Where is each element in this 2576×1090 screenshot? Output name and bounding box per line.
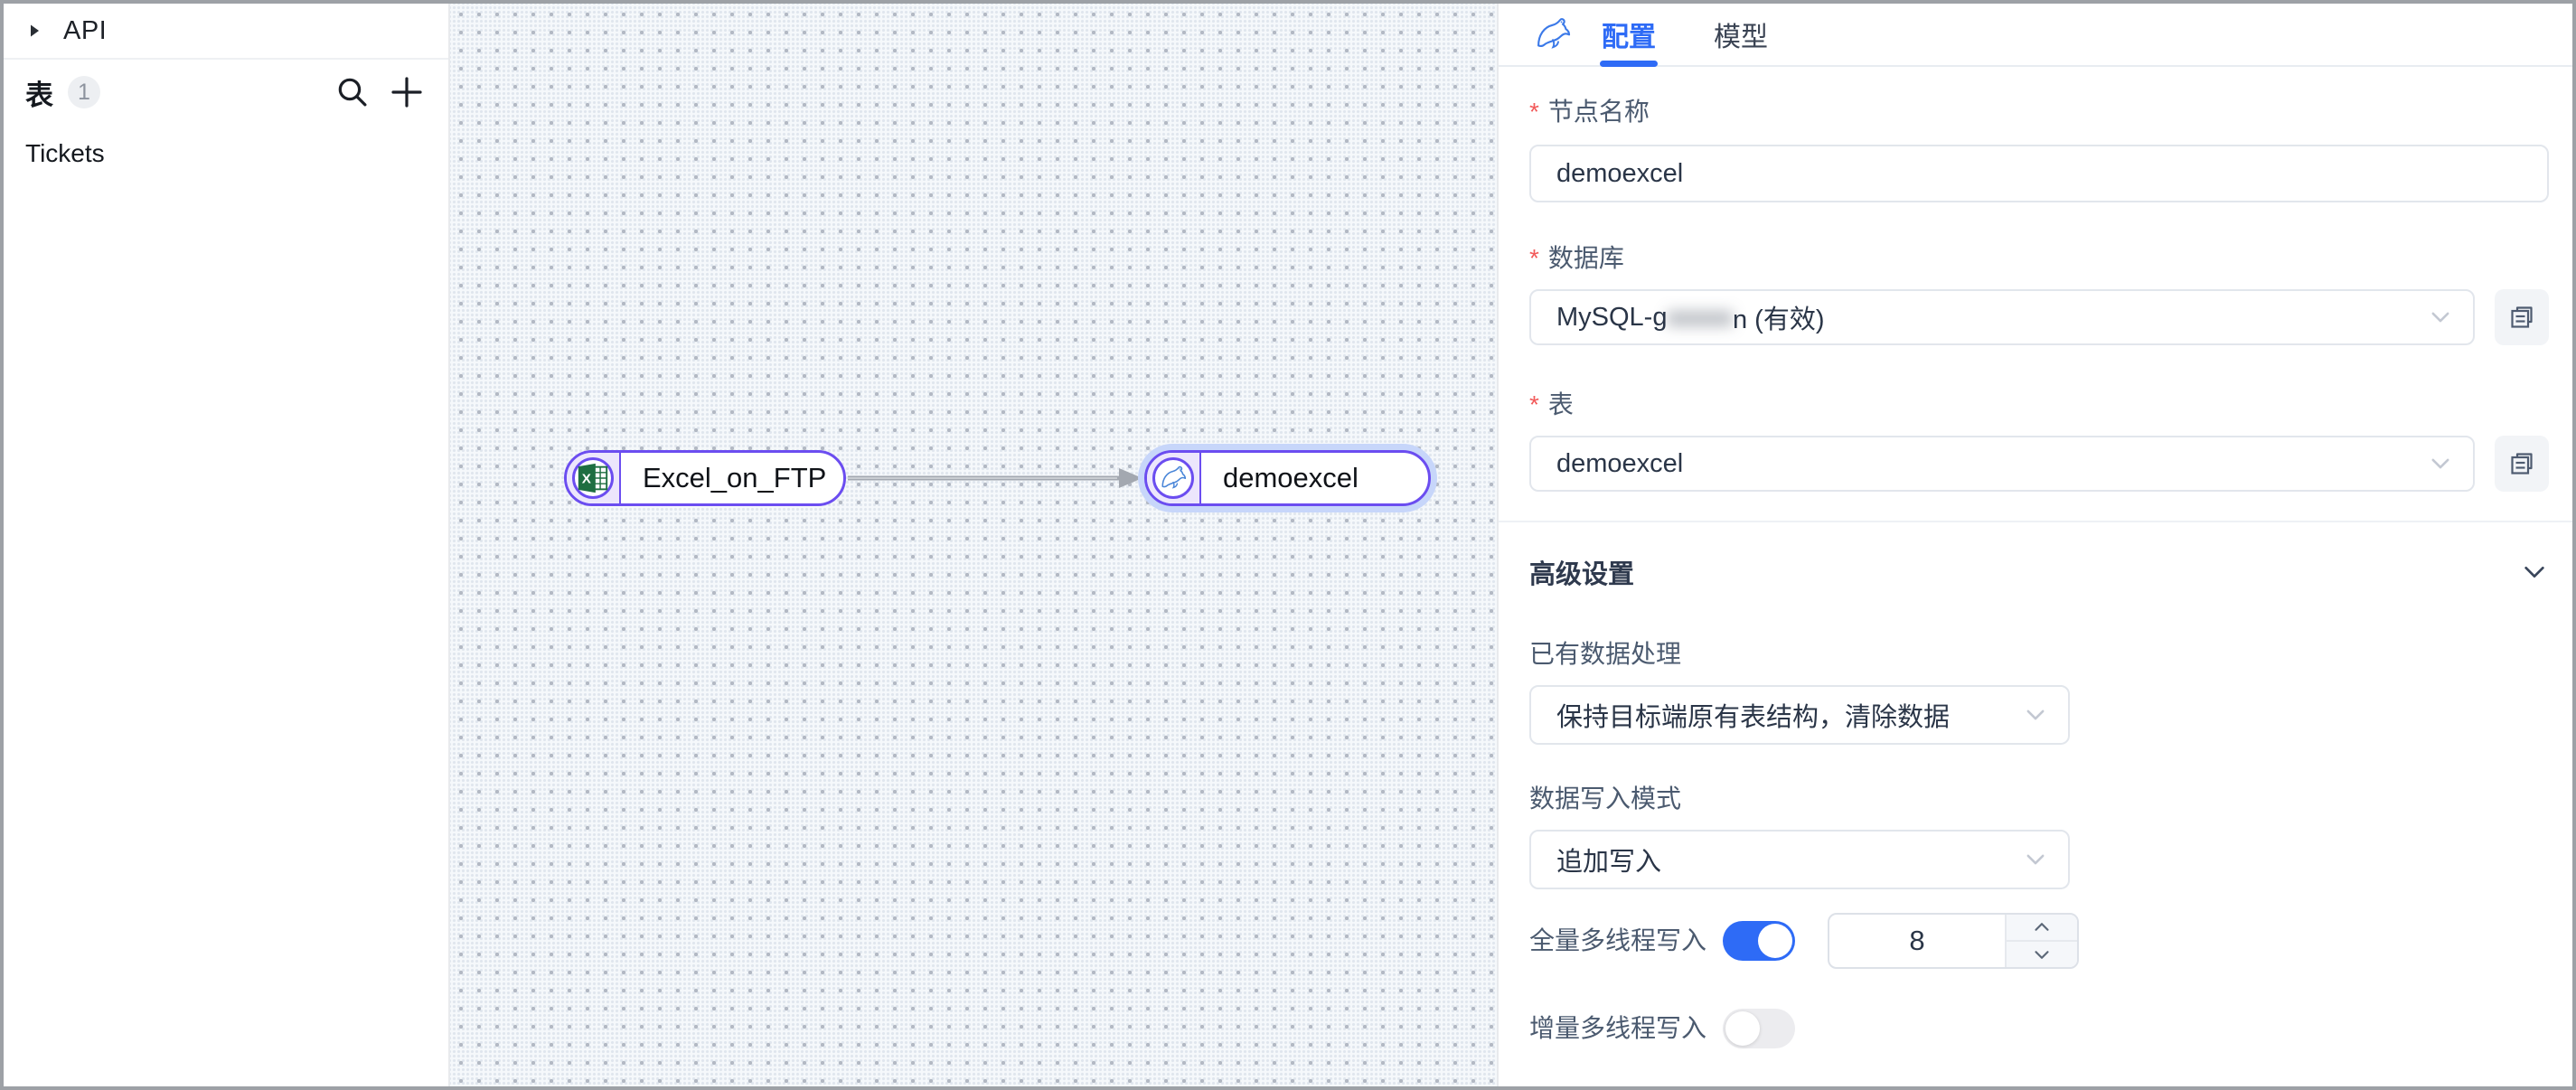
mysql-dolphin-icon (1537, 18, 1571, 49)
excel-icon: X (578, 463, 608, 493)
caret-right-icon (31, 24, 39, 37)
chevron-down-icon (2431, 312, 2449, 323)
chevron-down-icon (2026, 854, 2045, 865)
sidebar: API 表 1 Tickets (4, 4, 450, 1086)
database-label: * 数据库 (1529, 242, 2549, 275)
copy-icon (2511, 306, 2533, 328)
required-asterisk: * (1529, 98, 1539, 126)
toggle-knob (1725, 1011, 1761, 1046)
incr-thread-toggle[interactable] (1723, 1009, 1796, 1048)
existing-data-label: 已有数据处理 (1529, 640, 1682, 668)
full-thread-label: 全量多线程写入 (1529, 926, 1707, 954)
svg-text:X: X (582, 472, 591, 487)
node-cap (1147, 453, 1201, 503)
node-label: Excel_on_FTP (643, 462, 827, 493)
node-target-mysql[interactable]: demoexcel (1144, 450, 1431, 506)
copy-database-button[interactable] (2495, 289, 2549, 345)
stepper-down-icon[interactable] (2007, 942, 2077, 967)
chevron-down-icon (2524, 567, 2544, 578)
table-list-item-tickets[interactable]: Tickets (25, 139, 105, 167)
node-name-input[interactable]: demoexcel (1529, 145, 2549, 202)
node-icon-circle (1152, 457, 1194, 499)
write-mode-select[interactable]: 追加写入 (1529, 830, 2070, 889)
chevron-down-icon (2431, 458, 2449, 469)
edge-arrow (848, 468, 1142, 488)
stepper (2005, 915, 2078, 967)
tab-config[interactable]: 配置 (1600, 4, 1658, 67)
pipeline-canvas[interactable]: X Excel_on_FTP demoexcel (450, 4, 1497, 1086)
node-label: demoexcel (1223, 462, 1359, 493)
redacted-text: xxxxx (1667, 302, 1733, 332)
chevron-down-icon (2026, 709, 2045, 720)
write-mode-label: 数据写入模式 (1529, 785, 1682, 813)
toggle-knob (1758, 924, 1793, 958)
node-icon-circle: X (572, 457, 614, 499)
search-icon[interactable] (333, 72, 372, 112)
existing-data-select[interactable]: 保持目标端原有表结构，清除数据 (1529, 685, 2070, 745)
section-divider (1499, 521, 2572, 522)
advanced-settings-header[interactable]: 高级设置 (1529, 553, 2549, 591)
copy-table-button[interactable] (2495, 436, 2549, 492)
node-cap: X (567, 453, 621, 503)
full-thread-toggle[interactable] (1723, 921, 1796, 961)
incr-thread-label: 增量多线程写入 (1529, 1014, 1707, 1042)
api-section-label: API (63, 15, 108, 45)
copy-icon (2511, 453, 2533, 475)
tables-label: 表 (25, 79, 53, 111)
table-row: demoexcel (1529, 436, 2549, 492)
required-asterisk: * (1529, 244, 1539, 272)
thread-count-input[interactable]: 8 (1828, 913, 2080, 969)
node-source-excel[interactable]: X Excel_on_FTP (564, 450, 846, 506)
panel-tabs: 配置 模型 (1499, 4, 2572, 67)
tables-count-badge: 1 (68, 76, 100, 108)
tab-model[interactable]: 模型 (1714, 23, 1768, 52)
mysql-dolphin-icon (1161, 465, 1187, 489)
required-asterisk: * (1529, 390, 1539, 418)
sidebar-section-api[interactable]: API (4, 4, 448, 60)
table-select[interactable]: demoexcel (1529, 436, 2475, 492)
table-label: * 表 (1529, 389, 2549, 421)
plus-icon[interactable] (387, 72, 427, 112)
table-list: Tickets (4, 125, 448, 183)
stepper-up-icon[interactable] (2007, 915, 2078, 942)
thread-count-value: 8 (1909, 925, 1925, 956)
node-name-label: * 节点名称 (1529, 96, 2549, 128)
full-thread-row: 全量多线程写入 8 (1529, 913, 2549, 969)
tables-header: 表 1 (4, 60, 448, 125)
advanced-settings-title: 高级设置 (1529, 560, 1635, 589)
incr-thread-row: 增量多线程写入 (1529, 1009, 2549, 1048)
